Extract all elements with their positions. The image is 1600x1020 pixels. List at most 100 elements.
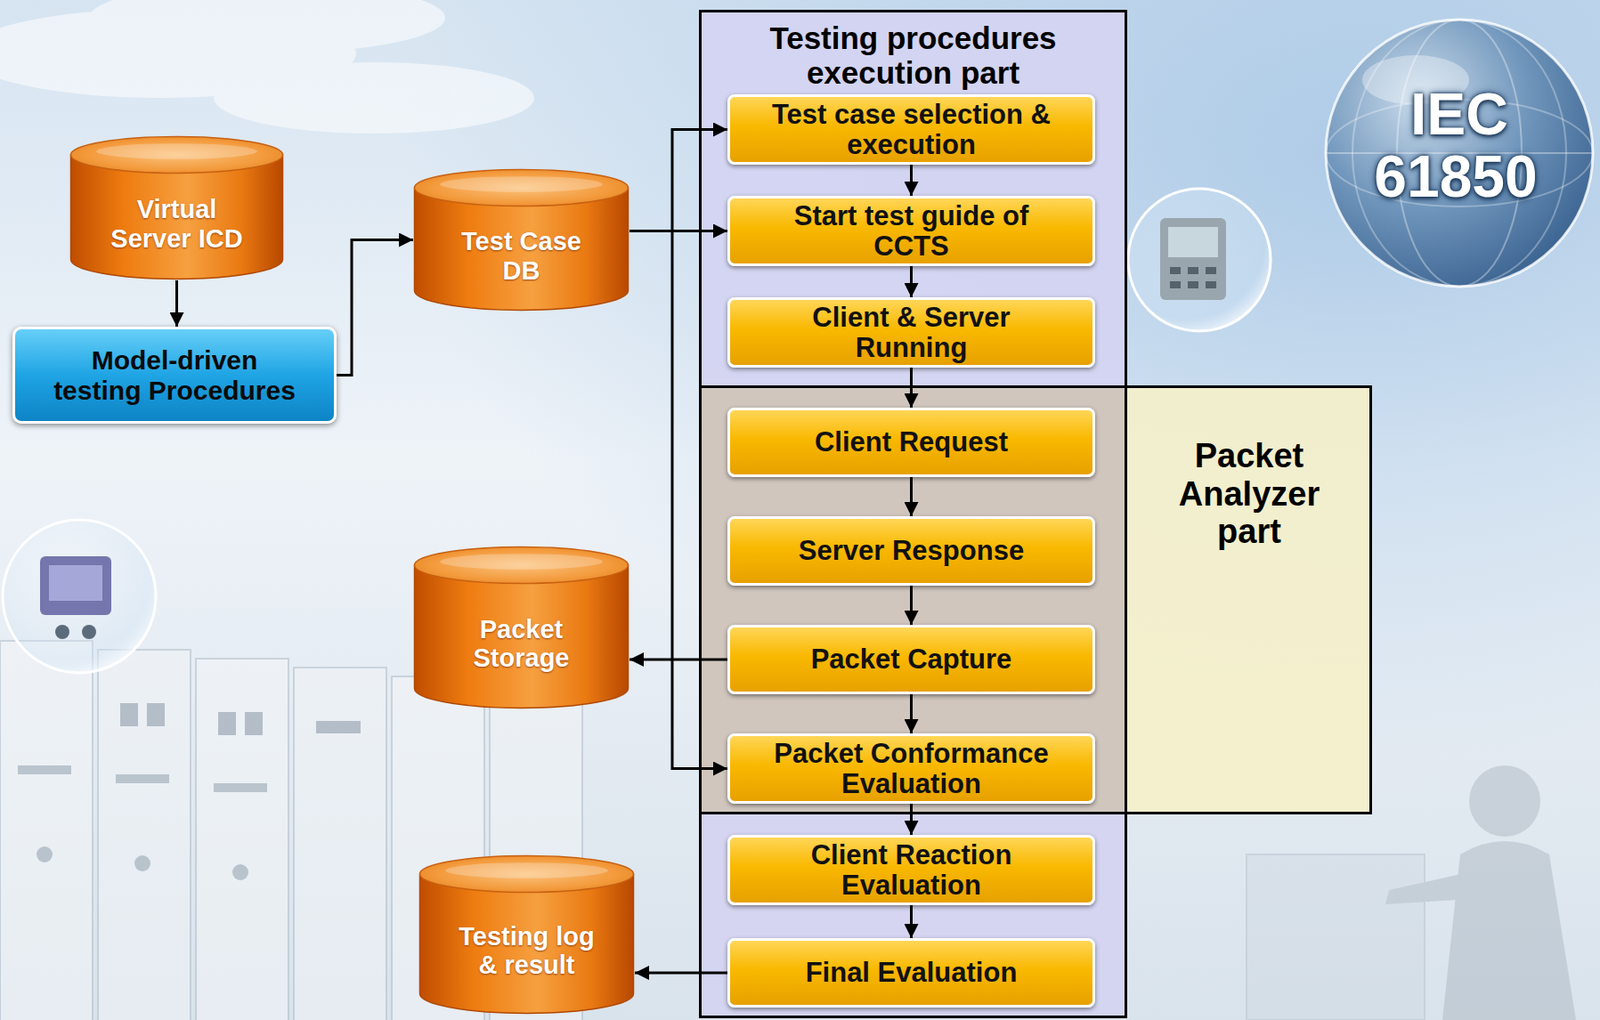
frame-fills [698,9,1373,1019]
cylinder-gloss [445,862,609,879]
device-bubble [1128,188,1271,332]
switchgear-cabinets [316,721,361,734]
switchgear-cabinets [218,712,236,736]
device-bubble [1160,218,1227,301]
database-cylinder: Packet Storage [413,545,630,710]
switchgear-cabinets [134,855,151,872]
cylinder-gloss [439,553,603,570]
flow-arrow [909,585,913,626]
flow-arrow [909,804,913,836]
iec-globe [1325,19,1593,287]
device-bubble [81,625,97,640]
switchgear-cabinets [115,774,170,784]
flow-arrow [175,280,179,327]
flow-arrow [909,694,913,734]
device-bubble [2,519,156,674]
cloud-shape [0,0,535,134]
node-label: Client & Server Running [760,302,1064,363]
frame-fill [1127,385,1373,815]
switchgear-cabinets [17,765,72,775]
device-bubble [1169,281,1181,289]
device-bubble [40,556,112,616]
cylinder-body [420,874,634,1015]
switchgear-cabinets [244,712,263,736]
node-label: Final Evaluation [805,958,1018,988]
logo-text: 61850 [1373,146,1538,206]
process-step: Final Evaluation [727,938,1096,1008]
process-step: Client Request [727,407,1096,478]
node-label: Server Response [798,536,1024,566]
cylinder-top [71,137,284,174]
switchgear-cabinets [97,649,191,1020]
device-bubble [48,565,103,602]
node-label: Start test guide of CCTS [760,201,1064,261]
switchgear-cabinets [36,846,53,863]
cylinder-top [414,170,629,207]
engineer-silhouette [1246,854,1425,1020]
logo-label: IEC [1410,84,1509,144]
node-label: Packet Conformance Evaluation [760,739,1064,799]
engineer-silhouette [1469,765,1541,837]
cylinder-gloss [96,143,258,160]
frame-fill [698,9,1128,1019]
iec-globe [1325,19,1593,287]
flow-arrow [629,658,728,662]
node-label: Test case selection & execution [760,99,1064,160]
cloud-shape [89,0,446,54]
device-bubble [1128,188,1271,332]
flow-arrow [909,477,913,517]
process-step: Test case selection & execution [727,94,1096,165]
engineer-silhouette [1385,872,1471,905]
database-label: Virtual Server ICD [101,194,253,253]
cylinder-body [414,565,629,709]
logo-label: 61850 [1373,146,1538,206]
switchgear-cabinets [213,783,268,793]
cylinder-top [420,856,634,894]
node-label: Model-driven testing Procedures [49,345,300,406]
switchgear-cabinets [293,667,387,1020]
cloud-shape [213,62,535,134]
process-box: Model-driven testing Procedures [12,326,337,424]
flow-arrow [629,231,728,770]
node-label: Client Request [814,427,1008,457]
switchgear-cabinets [0,641,93,1020]
database-cylinder: Test Case DB [413,168,630,312]
device-bubble [1205,281,1217,289]
flow-arrow [909,905,913,939]
switchgear-cabinets [120,703,139,727]
frame-title: Packet Analyzer part [1151,437,1348,552]
database-cylinder: Virtual Server ICD [69,135,285,281]
device-bubble [1205,267,1217,275]
flow-arrow [629,129,728,232]
device-bubble [55,625,70,640]
database-label: Packet Storage [446,615,598,674]
cylinder-top [414,547,629,585]
frame-fill [698,385,1128,815]
process-step: Packet Capture [727,625,1096,695]
group-frame: Testing procedures execution partTest ca… [698,9,1128,1019]
engineer-silhouette [1442,841,1576,1020]
node-label: Packet Capture [811,644,1013,675]
logo-text: IEC [1410,84,1509,144]
flow-arrow [336,240,414,376]
process-step: Start test guide of CCTS [727,195,1096,267]
iec-globe [1352,19,1567,287]
device-bubble [1187,281,1199,289]
cylinder-gloss [439,176,603,193]
frame-title: Testing procedures execution part [726,21,1101,90]
node-label: Client Reaction Evaluation [760,840,1064,901]
process-step: Packet Conformance Evaluation [727,733,1096,805]
database-label: Test Case DB [446,227,598,285]
group-frame: Packet Analyzer part Client RequestServer… [698,385,1373,815]
switchgear-cabinets [146,703,165,727]
device-bubble [1168,227,1219,258]
device-bubble [1187,267,1199,275]
database-cylinder: Testing log & result [418,854,635,1016]
device-bubble [2,519,156,674]
switchgear-cabinets [195,658,289,1020]
flow-arrow [909,164,913,196]
